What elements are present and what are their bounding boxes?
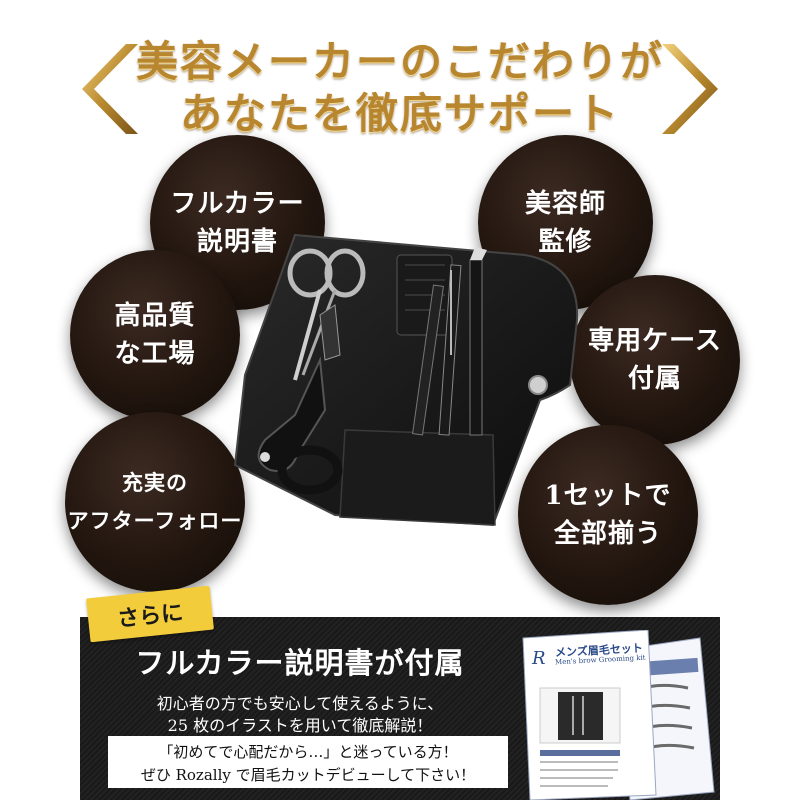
feature-after-line-1: 充実の <box>122 470 188 495</box>
manual-preview-image: R <box>522 630 715 800</box>
headline-line-1: 美容メーカーのこだわりが <box>135 37 664 86</box>
feature-supervised-line-2: 監修 <box>538 226 593 257</box>
feature-manual-line-1: フルカラー <box>170 188 305 219</box>
banner-title: フルカラー説明書が付属 <box>135 646 465 680</box>
feature-case-line-2: 付属 <box>627 364 682 394</box>
feature-circle-factory: 高品質 な工場 <box>70 250 240 420</box>
feature-manual-line-2: 説明書 <box>196 226 278 257</box>
banner-desc-1: 初心者の方でも安心して使えるように、 <box>156 694 444 713</box>
feature-case-line-1: 専用ケース <box>588 326 722 356</box>
feature-circle-manual: フルカラー 説明書 <box>150 135 325 310</box>
feature-after-line-2: アフターフォロー <box>67 508 243 533</box>
product-case-image <box>233 233 579 527</box>
feature-circle-after-follow: 充実の アフターフォロー <box>65 412 245 592</box>
svg-text:R: R <box>531 648 546 669</box>
chevron-right-icon <box>662 44 718 134</box>
quote-line-2: ぜひ Rozally で眉毛カットデビューして下さい！ <box>140 766 476 784</box>
quote-box <box>108 736 508 788</box>
headline-line-2: あなたを徹底サポート <box>179 89 620 138</box>
quote-line-1: 「初めてで心配だから…」と迷っている方！ <box>158 743 458 761</box>
feature-allset-line-2: 全部揃う <box>553 519 662 549</box>
feature-supervised-line-1: 美容師 <box>524 188 606 219</box>
banner-desc-2: 25 枚のイラストを用いて徹底解説！ <box>167 716 433 735</box>
chevron-left-icon <box>82 44 138 134</box>
feature-circle-all-set: 1セットで 全部揃う <box>518 425 698 605</box>
feature-factory-line-1: 高品質 <box>114 301 196 331</box>
feature-factory-line-2: な工場 <box>114 339 196 369</box>
feature-circle-case: 専用ケース 付属 <box>570 275 740 445</box>
feature-allset-line-1: 1セットで <box>544 481 672 511</box>
